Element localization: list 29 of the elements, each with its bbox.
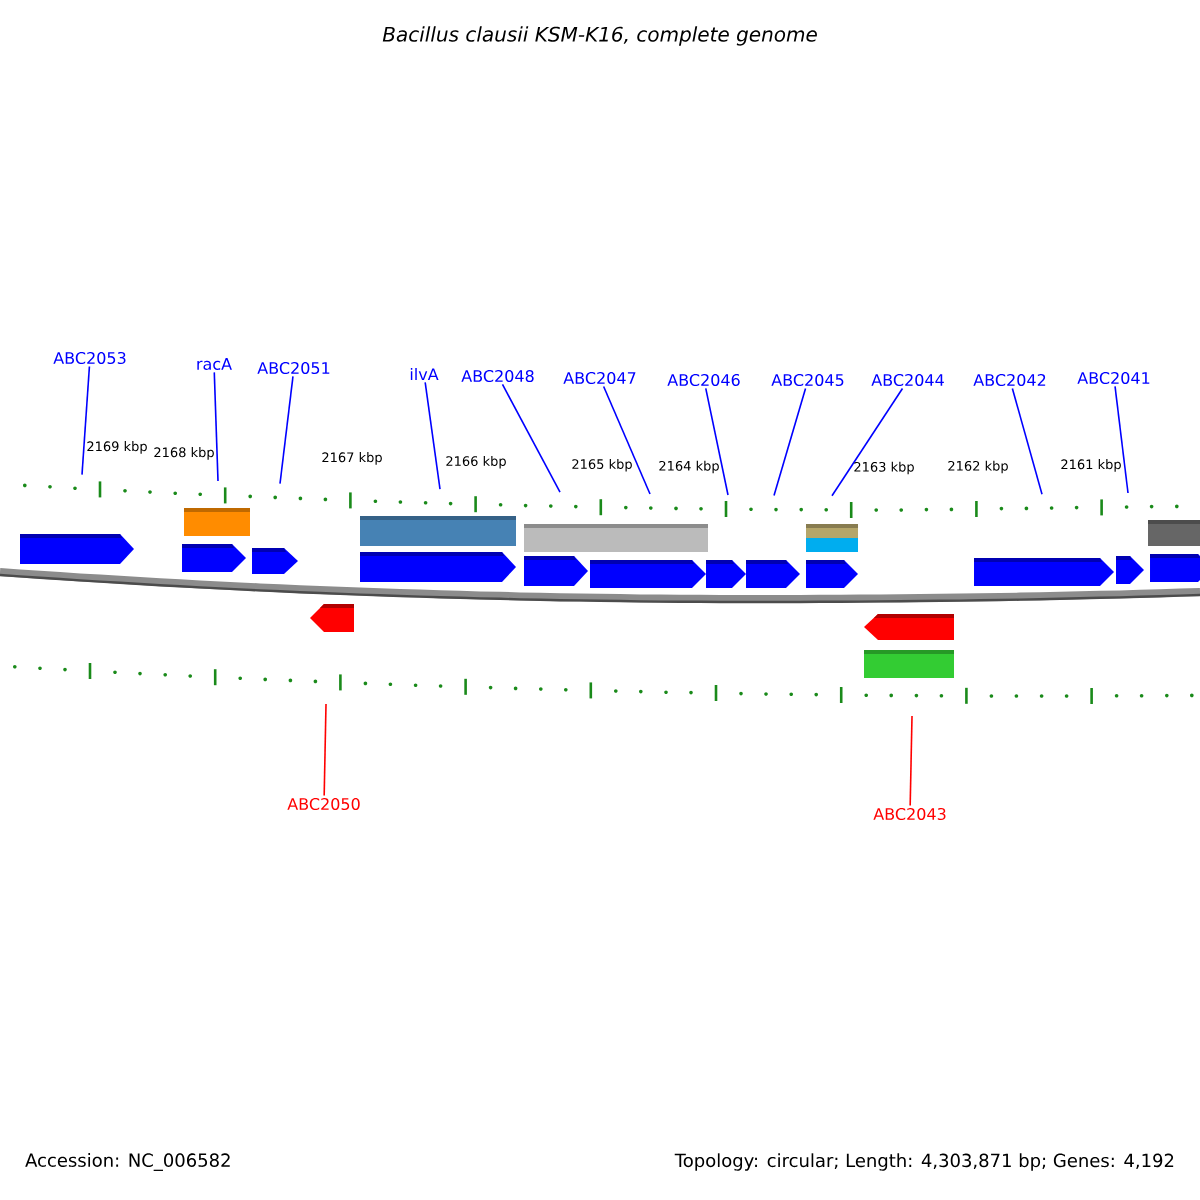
gene-label: ABC2045 — [771, 373, 844, 387]
gene-label: ABC2044 — [871, 373, 944, 387]
leader-line — [424, 381, 441, 490]
gene-label: ilvA — [410, 367, 439, 381]
leader-line — [831, 387, 904, 497]
leader-line — [909, 715, 913, 807]
accession-text: Accession: NC_006582 — [25, 1153, 230, 1171]
gene-label: ABC2051 — [257, 361, 330, 375]
gene-label: ABC2053 — [53, 351, 126, 365]
gene-label: ABC2048 — [461, 369, 534, 383]
gene-label: ABC2043 — [873, 807, 946, 821]
title: Bacillus clausii KSM-K16, complete genome — [382, 26, 817, 46]
leader-line — [704, 387, 729, 496]
gene-label: ABC2046 — [667, 373, 740, 387]
leader-line — [1011, 387, 1043, 495]
gene-label: ABC2042 — [973, 373, 1046, 387]
gene-label: ABC2050 — [287, 797, 360, 811]
gene-label: ABC2041 — [1077, 371, 1150, 385]
leader-line — [81, 365, 91, 476]
gene-label: racA — [197, 358, 232, 370]
gene-label: ABC2047 — [563, 371, 636, 385]
leader-line — [773, 387, 807, 497]
leader-line — [602, 385, 651, 495]
genome-info-text: Topology: circular; Length: 4,303,871 bp; Genes: 4,192 — [674, 1153, 1174, 1171]
leader-line — [279, 375, 294, 485]
leader-line — [323, 703, 327, 797]
leader-line — [213, 371, 219, 482]
leader-line — [1114, 385, 1129, 494]
leader-line — [501, 383, 561, 493]
